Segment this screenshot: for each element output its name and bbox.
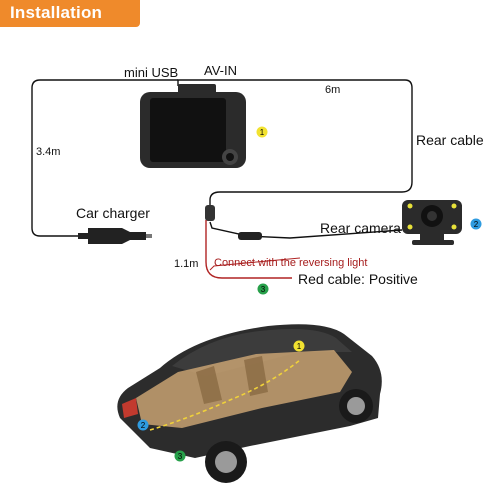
- marker-1-dashcam: 1: [256, 126, 268, 138]
- reversing-light-line: [209, 257, 301, 271]
- car-marker-3: 3: [174, 450, 186, 462]
- camera-cable-route: [149, 359, 301, 431]
- cable-connector: [205, 205, 215, 221]
- red-cable-wire: [205, 220, 292, 279]
- car-marker-1: 1: [293, 340, 305, 352]
- svg-text:1: 1: [297, 342, 302, 351]
- label-rear-cable: Rear cable: [416, 132, 484, 148]
- label-6m: 6m: [325, 84, 341, 96]
- svg-text:1: 1: [260, 128, 265, 137]
- svg-text:3: 3: [178, 452, 183, 461]
- svg-text:2: 2: [141, 421, 146, 430]
- rear-cable-wire: [177, 79, 413, 210]
- label-red-cable: Red cable: Positive: [298, 271, 418, 287]
- label-3-4m: 3.4m: [36, 146, 61, 158]
- car-illustration: [117, 324, 382, 483]
- label-rear-camera: Rear camera: [320, 220, 401, 236]
- rear-camera-device: [402, 200, 462, 245]
- label-car-charger: Car charger: [76, 205, 150, 221]
- car-charger-device: [78, 228, 152, 244]
- car-taillight: [122, 398, 138, 418]
- svg-text:2: 2: [474, 220, 479, 229]
- svg-text:3: 3: [261, 285, 266, 294]
- charger-cable-wire: [31, 79, 178, 237]
- label-av-in: AV-IN: [204, 63, 237, 78]
- marker-2-camera: 2: [470, 218, 482, 230]
- label-reversing-light: Connect with the reversing light: [214, 257, 368, 269]
- page-title: Installation: [10, 3, 103, 22]
- label-mini-usb: mini USB: [124, 65, 179, 80]
- inline-connector: [238, 232, 262, 240]
- dash-cam-device: [140, 84, 246, 168]
- marker-3-red-cable: 3: [257, 283, 269, 295]
- car-marker-2: 2: [137, 419, 149, 431]
- header-banner: Installation: [0, 0, 140, 27]
- label-1-1m: 1.1m: [174, 258, 199, 270]
- car-interior: [136, 350, 352, 428]
